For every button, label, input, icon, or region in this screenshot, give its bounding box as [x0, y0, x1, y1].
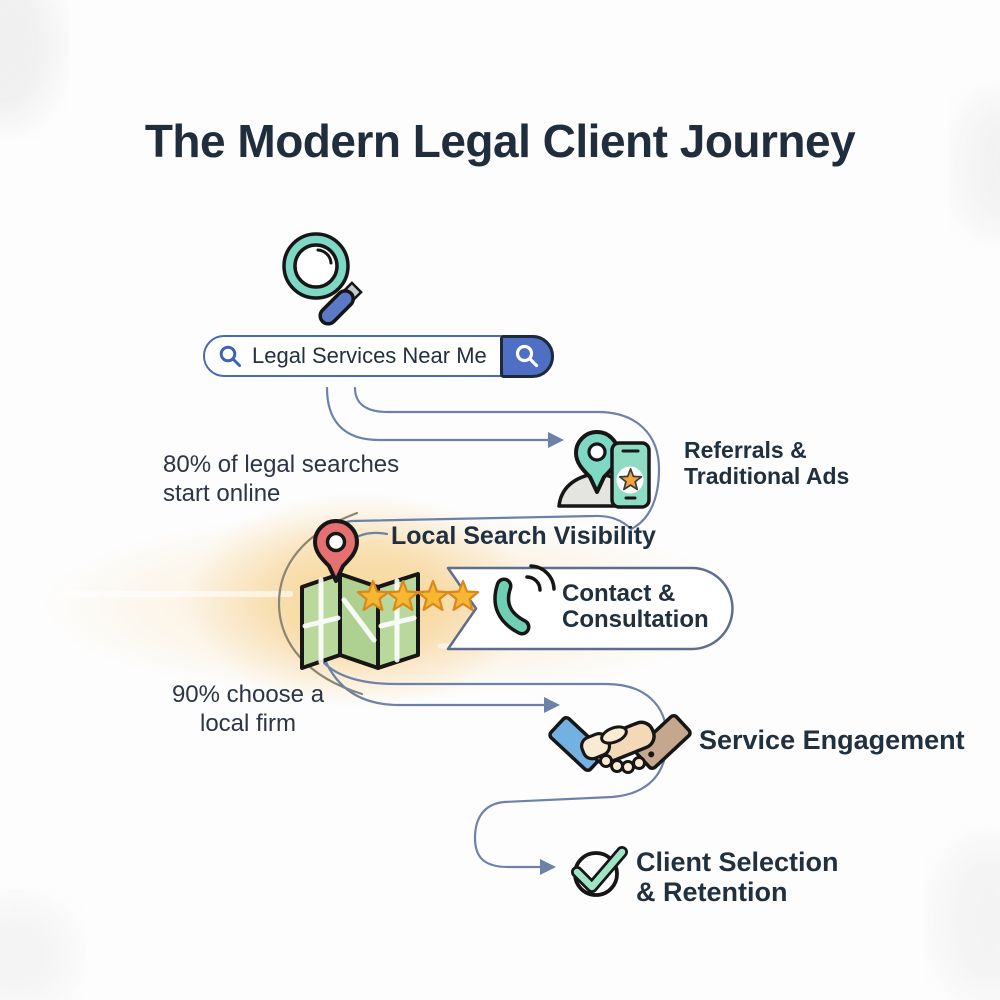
map-roads [302, 577, 417, 665]
flow-lines [305, 386, 669, 869]
stat-line: 80% of legal searches [163, 451, 400, 478]
label-line: Contact & [562, 580, 676, 607]
road [341, 597, 377, 643]
flow-line-search-to-referrals [325, 386, 550, 442]
label-line: Traditional Ads [684, 462, 850, 489]
search-button[interactable] [500, 334, 554, 378]
star-shape [446, 579, 480, 611]
sound-wave-small [525, 575, 542, 592]
arrowhead-check [540, 859, 556, 875]
gripping-fingers [599, 754, 646, 774]
smudge [935, 840, 1000, 1000]
search-bar[interactable]: Legal Services Near Me [203, 334, 554, 378]
page-title: The Modern Legal Client Journey [144, 115, 856, 167]
finger [599, 754, 613, 768]
label-line: Consultation [562, 606, 709, 634]
map-pin-phone-icon [557, 430, 651, 509]
sound-wave-large [529, 564, 556, 591]
finger [632, 756, 646, 770]
handset-fill [496, 581, 527, 632]
star-shape [618, 468, 643, 491]
connector-pin-to-label [357, 531, 389, 538]
magnifier-handle [318, 281, 363, 326]
label-client-selection-retention: Client Selection & Retention [636, 847, 839, 907]
smudge [957, 95, 1000, 235]
label-contact-consultation: Contact & Consultation [562, 580, 709, 634]
star-shape [386, 579, 420, 611]
search-input[interactable]: Legal Services Near Me [252, 343, 487, 368]
handshake-icon [548, 713, 692, 774]
label-local-search-visibility: Local Search Visibility [391, 522, 656, 550]
check-circle-icon [571, 846, 628, 897]
smudge [0, 0, 58, 125]
smudge [0, 900, 75, 1000]
label-service-engagement: Service Engagement [699, 725, 965, 755]
check-fill [573, 848, 626, 891]
stat-local-firm: 90% choose a local firm [148, 680, 348, 739]
phone-star [618, 468, 643, 491]
pin-hole [325, 531, 347, 553]
star-icon [356, 579, 390, 611]
phone-call-icon [493, 564, 556, 636]
search-icon [219, 345, 241, 367]
stat-online-searches: 80% of legal searches start online [163, 450, 399, 509]
handle-grip [318, 289, 355, 326]
label-line: Referrals & [684, 437, 807, 463]
star-icon [446, 579, 480, 611]
magnifier-icon [282, 232, 363, 326]
map-with-pin-icon [300, 519, 420, 670]
arrowhead-handshake [544, 697, 560, 713]
star-shape [356, 579, 390, 611]
stat-line: start online [163, 480, 281, 508]
stat-line: local firm [199, 710, 296, 738]
star-icon [386, 579, 420, 611]
cufflink [648, 751, 655, 758]
flow-line-search-around-referrals [334, 386, 661, 531]
flow-line-around-handshake-to-check [305, 635, 669, 869]
star-shape [416, 579, 450, 611]
thumb [600, 725, 628, 745]
pin-hole [587, 442, 607, 462]
star-rating [356, 579, 480, 611]
lens-glare [316, 248, 333, 265]
label-referrals-traditional-ads: Referrals & Traditional Ads [684, 437, 849, 489]
search-icon [515, 344, 539, 368]
finger [621, 760, 635, 774]
stat-line: 90% choose a [171, 681, 325, 708]
label-line: & Retention [636, 876, 788, 907]
label-line: Client Selection [636, 847, 839, 877]
lens-glass [293, 243, 339, 289]
finger [610, 759, 624, 773]
star-icon [416, 579, 450, 611]
arrowhead-referrals [548, 432, 564, 448]
